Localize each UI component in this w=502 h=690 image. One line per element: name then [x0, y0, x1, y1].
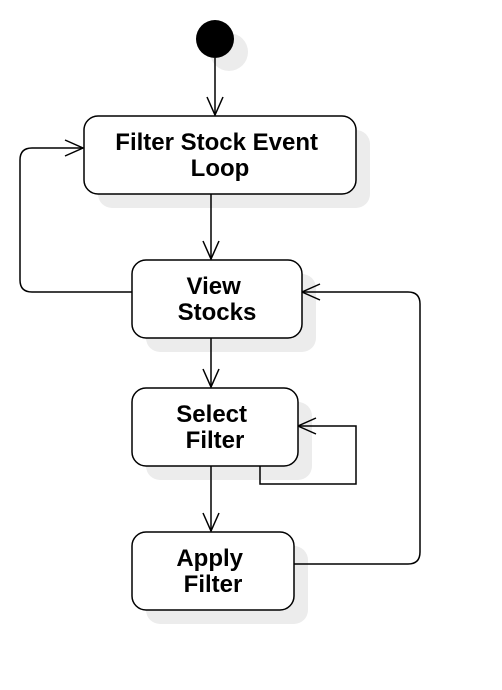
node-select-filter-box	[131, 387, 299, 467]
node-view-stocks: View Stocks	[131, 259, 303, 339]
node-apply-filter: Apply Filter	[131, 531, 295, 611]
node-apply-filter-box	[131, 531, 295, 611]
edge-view-stocks-to-event-loop	[19, 147, 132, 293]
node-select-filter-line2: Filter	[186, 427, 245, 454]
node-apply-filter-line1: Apply	[176, 545, 243, 572]
initial-state-node	[196, 20, 234, 58]
edges	[19, 58, 421, 565]
node-apply-filter-line2: Filter	[184, 571, 243, 598]
node-filter-stock-event-loop-line1: Filter Stock Event	[115, 129, 318, 156]
edge-apply-filter-to-view-stocks	[293, 291, 421, 565]
node-select-filter-line1: Select	[176, 401, 247, 428]
node-filter-stock-event-loop-line2: Loop	[191, 155, 250, 182]
svg-text:View Stocks: View Stocks	[178, 273, 257, 326]
node-filter-stock-event-loop-box	[83, 115, 357, 195]
edge-event-loop-to-view-stocks-arrowhead	[202, 240, 220, 261]
edge-select-filter-self-loop	[259, 425, 357, 485]
svg-text:Apply Filter: Apply Filter	[176, 545, 249, 598]
edge-select-filter-to-apply-filter-arrowhead	[202, 512, 220, 533]
svg-text:Filter Stock Event Loop: Filter Stock Event Loop	[115, 129, 324, 182]
edge-view-stocks-to-event-loop-arrowhead	[64, 139, 85, 157]
svg-text:Select Filter: Select Filter	[176, 401, 253, 454]
edge-start-to-event-loop-arrowhead	[206, 96, 224, 117]
edge-view-stocks-to-select-filter-arrowhead	[202, 368, 220, 389]
node-filter-stock-event-loop: Filter Stock Event Loop	[83, 115, 357, 195]
node-select-filter: Select Filter	[131, 387, 299, 467]
node-view-stocks-box	[131, 259, 303, 339]
node-view-stocks-line2: Stocks	[178, 299, 257, 326]
node-view-stocks-line1: View	[187, 273, 242, 300]
